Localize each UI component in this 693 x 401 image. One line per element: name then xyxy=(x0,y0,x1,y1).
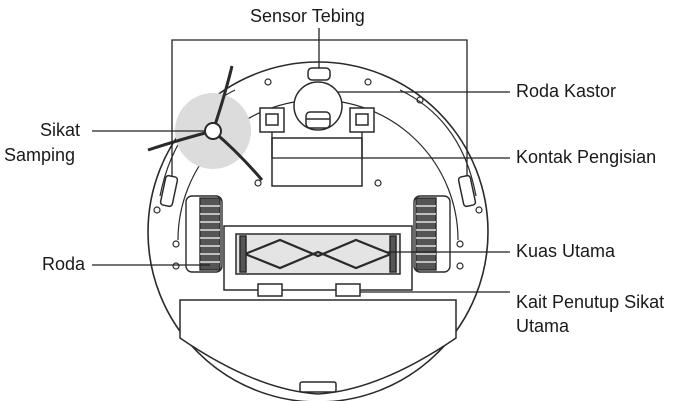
screw-hole xyxy=(172,240,180,248)
charging-contact-right-inner xyxy=(355,113,369,126)
inner-ring-lower-right xyxy=(399,89,477,197)
screw-hole xyxy=(254,179,262,187)
wheels xyxy=(185,195,451,273)
main-brush-roller xyxy=(235,233,401,275)
main-brush-bristles-2 xyxy=(239,250,397,270)
cliff-sensor-left xyxy=(159,174,179,208)
screw-hole xyxy=(172,262,180,270)
screw-hole xyxy=(264,78,272,86)
latch-right xyxy=(335,283,361,297)
label-brush-cover-latch-line2: Utama xyxy=(516,316,570,336)
main-brush xyxy=(223,225,413,291)
battery-cover xyxy=(271,137,363,187)
cover-panel xyxy=(179,299,457,395)
screw-hole xyxy=(374,179,382,187)
screw-hole xyxy=(456,240,464,248)
charging-contacts xyxy=(259,107,375,187)
bottom-cover xyxy=(179,299,457,395)
main-brush-end-left xyxy=(239,235,247,273)
side-cliff-sensors xyxy=(159,174,477,208)
label-side-brush-line2: Samping xyxy=(4,145,76,165)
caster-wheel-hub xyxy=(305,111,331,129)
label-side-brush-line1: Sikat xyxy=(40,120,81,140)
latch-left xyxy=(257,283,283,297)
label-main-brush: Kuas Utama xyxy=(516,241,616,261)
leader-cliff-bracket xyxy=(171,39,468,176)
caster-wheel xyxy=(293,81,343,131)
leader-charging-contacts-left xyxy=(271,132,362,159)
label-cliff-sensor: Sensor Tebing xyxy=(250,6,365,26)
wheel-left-tread xyxy=(199,197,221,271)
screw-hole xyxy=(364,78,372,86)
leader-lines xyxy=(92,28,510,293)
screw-hole xyxy=(456,262,464,270)
screw-hole xyxy=(153,206,161,214)
charging-contact-left-inner xyxy=(265,113,279,126)
cliff-sensor-right xyxy=(457,174,477,208)
side-brush-hub xyxy=(204,122,222,140)
wheel-right-tread xyxy=(415,197,437,271)
cover-handle xyxy=(299,381,337,393)
main-brush-end-right xyxy=(389,235,397,273)
label-wheel: Roda xyxy=(42,254,86,274)
screw-hole xyxy=(475,206,483,214)
label-charging-contacts: Kontak Pengisian xyxy=(516,147,657,167)
side-brush xyxy=(147,65,264,181)
brush-cover-latches xyxy=(257,283,361,297)
label-caster-wheel: Roda Kastor xyxy=(516,81,617,101)
main-brush-bristles xyxy=(239,238,397,258)
wheel-treads xyxy=(200,205,436,263)
screw-hole xyxy=(416,96,424,104)
label-brush-cover-latch-line1: Kait Penutup Sikat xyxy=(516,292,665,312)
